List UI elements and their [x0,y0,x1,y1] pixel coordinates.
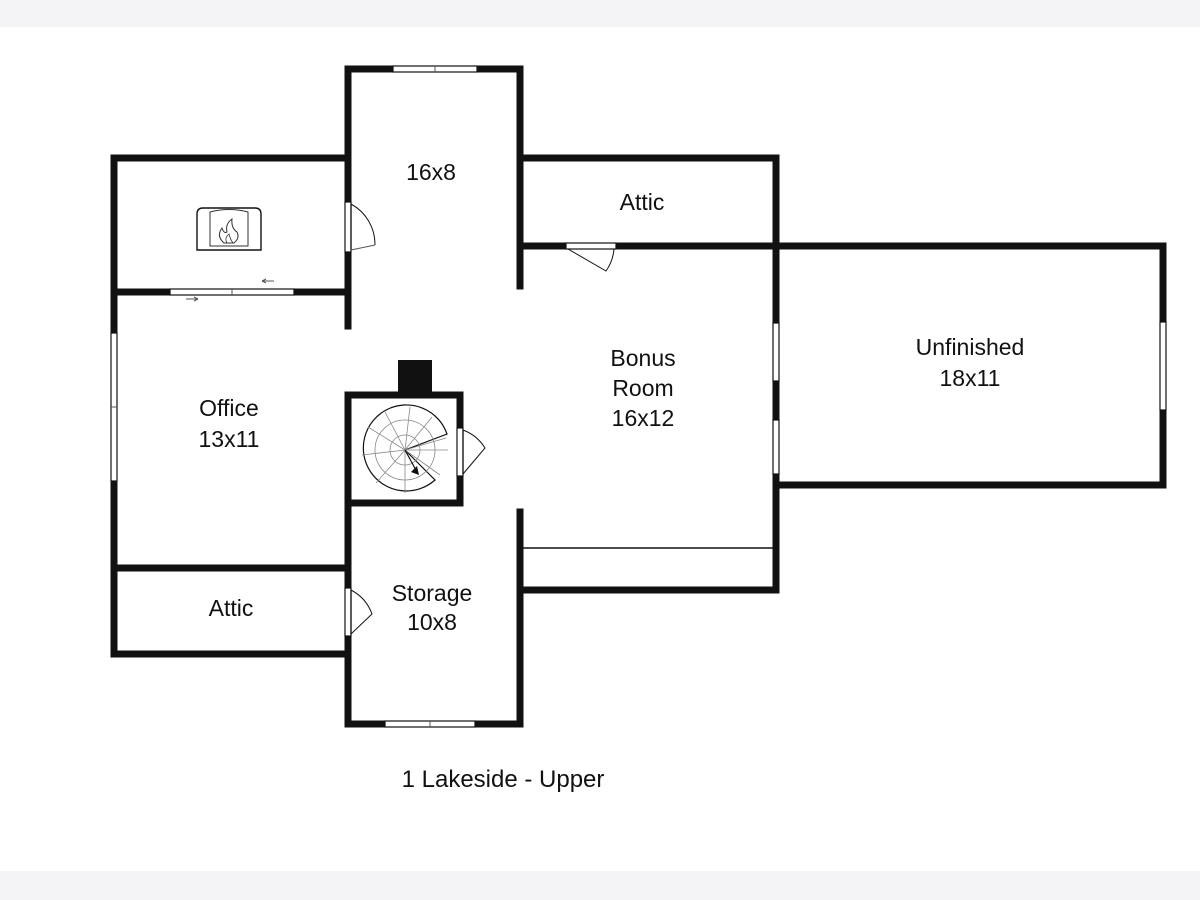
door-stair-jamb [456,427,464,477]
room-label-bonus-line1: Bonus [610,345,675,371]
room-label-bonus-dims: 16x12 [612,405,675,431]
windows [110,65,1167,728]
room-label-bonus-line2: Room [612,375,673,401]
door-attic [567,248,615,272]
room-label-hall-dims: 16x8 [406,159,456,185]
door-lower-attic [350,589,373,635]
plan-caption: 1 Lakeside - Upper [402,766,605,793]
doors [344,201,617,637]
walls [110,65,1167,728]
door-lower-attic-jamb [344,587,352,637]
door-hall-west-jamb [344,201,352,253]
window-bonus-east-2 [772,419,780,475]
room-label-office: Office [199,395,259,421]
door-attic-jamb [565,242,617,250]
floor-plan: 16x8 Attic Bonus Room 16x12 Unfinished 1… [110,65,1167,793]
room-label-storage-dims: 10x8 [407,609,457,635]
room-label-unfinished: Unfinished [916,334,1025,360]
room-label-attic-bottom: Attic [209,595,254,621]
door-stair [462,429,486,475]
room-label-unfinished-dims: 18x11 [940,365,1001,391]
floor-plan-sheet: 16x8 Attic Bonus Room 16x12 Unfinished 1… [0,27,1200,871]
spiral-staircase [361,404,448,493]
door-hall-west [350,203,376,246]
room-label-storage: Storage [392,580,473,606]
room-label-office-dims: 13x11 [199,426,260,452]
room-label-attic-top: Attic [620,189,665,215]
chimney [398,360,432,395]
window-unfinished-east [1159,321,1167,411]
window-bonus-east-1 [772,322,780,382]
fireplace-icon [196,207,262,251]
